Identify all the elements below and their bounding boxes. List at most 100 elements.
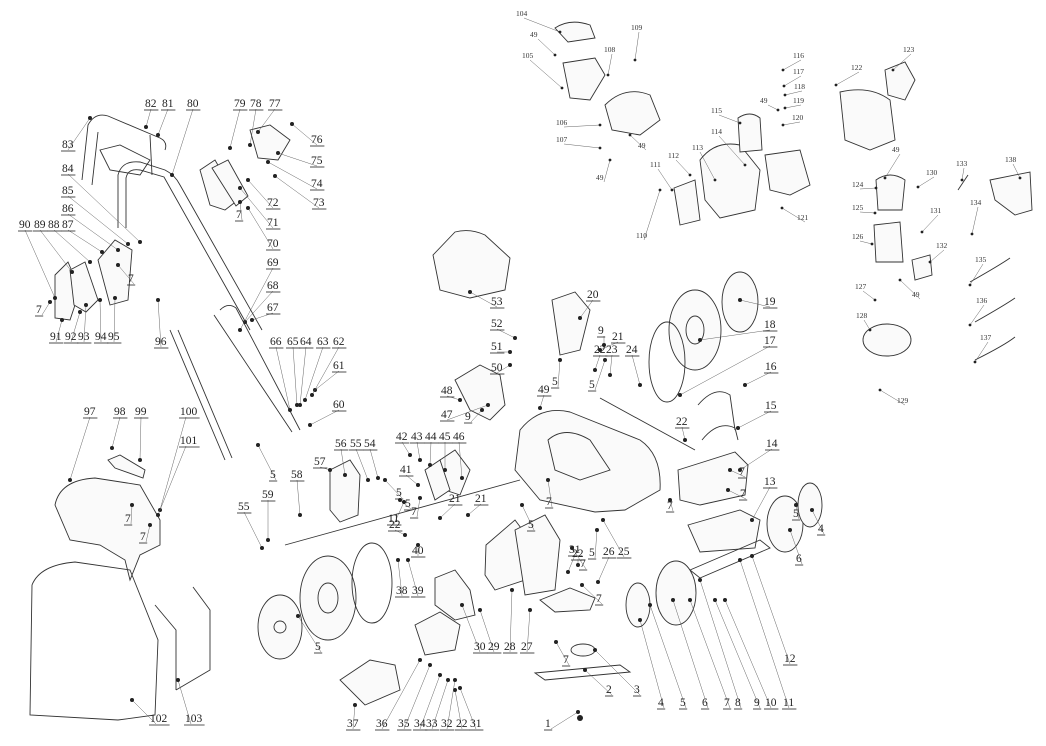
part-point-8	[698, 578, 702, 582]
part-number-label: 134	[970, 198, 982, 207]
part-number-label: 54	[364, 438, 376, 450]
part-number-label: 11	[783, 697, 794, 709]
front-handle-arch	[697, 391, 739, 441]
leader-line-25	[602, 519, 625, 558]
leader-line-8	[699, 579, 742, 709]
leader-line-38	[397, 559, 403, 597]
part-point-133	[960, 178, 964, 182]
part-point-7	[418, 496, 422, 500]
part-number-label: 6	[702, 697, 708, 709]
part-number-label: 103	[185, 713, 203, 725]
leader-line-37	[352, 704, 356, 730]
part-number-label: 58	[291, 469, 303, 481]
part-number-label: 44	[425, 431, 437, 443]
part-number-label: 7	[580, 558, 586, 570]
part-number-label: 14	[766, 438, 778, 450]
battery-compartment	[764, 149, 811, 196]
leader-line-75	[277, 152, 318, 167]
wire-1	[969, 257, 1011, 283]
part-point-5	[595, 528, 599, 532]
part-number-label: 136	[976, 296, 988, 305]
part-number-label: 5	[680, 697, 686, 709]
part-number-label: 86	[62, 203, 74, 215]
part-number-label: 130	[926, 168, 938, 177]
part-point-97	[68, 478, 72, 482]
part-point-95	[113, 296, 117, 300]
leader-line-22	[454, 689, 463, 730]
part-number-label: 107	[556, 135, 568, 144]
leader-line-13	[751, 486, 771, 521]
leader-line-5	[557, 359, 561, 388]
left-switch-housing	[97, 239, 133, 306]
leader-lines	[24, 17, 1022, 730]
part-number-label: 38	[396, 585, 408, 597]
part-number-label: 23	[606, 344, 618, 356]
leader-line-26	[597, 556, 610, 583]
leader-line-46	[458, 441, 463, 479]
leader-line-109	[634, 31, 640, 61]
gearbox-plate	[424, 459, 451, 501]
leader-line-108	[607, 53, 613, 76]
leader-line-19	[739, 299, 771, 308]
part-point-114	[743, 163, 747, 167]
leader-line-49	[603, 159, 611, 183]
part-point-11	[402, 500, 406, 504]
right-switch-housing	[249, 124, 291, 161]
part-number-label: 123	[903, 45, 915, 54]
leader-line-35	[403, 664, 431, 730]
leader-line-130	[917, 176, 935, 188]
part-point-37	[353, 703, 357, 707]
leader-line-65	[292, 346, 298, 406]
part-point-31	[566, 570, 570, 574]
part-point-28	[510, 588, 514, 592]
grass-box-lid-handle	[107, 454, 146, 479]
part-number-label: 49	[892, 145, 900, 154]
leader-line-49	[767, 104, 779, 111]
part-number-label: 56	[335, 438, 347, 450]
leader-line-131	[921, 214, 939, 233]
part-number-label: 137	[980, 333, 992, 342]
part-point-27	[528, 608, 532, 612]
part-number-label: 49	[596, 173, 604, 182]
leader-line-137	[974, 341, 989, 363]
leader-line-39	[407, 559, 419, 597]
part-number-label: 108	[604, 45, 616, 54]
part-number-label: 7	[563, 654, 569, 666]
motor-bracket	[673, 179, 701, 226]
leader-line-22	[681, 426, 686, 441]
leader-line-44	[429, 441, 432, 466]
leader-line-17	[679, 345, 771, 396]
part-point-124	[874, 186, 878, 190]
leader-line-100	[159, 416, 187, 511]
leader-line-132	[929, 249, 945, 263]
part-number-label: 1	[545, 718, 551, 730]
leader-line-5	[521, 504, 535, 531]
leader-line-70	[247, 207, 274, 250]
leader-line-9	[714, 599, 761, 709]
part-number-label: 47	[441, 409, 453, 421]
battery-cover-hinge	[884, 61, 916, 101]
leader-line-122	[835, 71, 860, 86]
part-number-label: 125	[852, 203, 864, 212]
right-switch-backplate	[211, 159, 249, 207]
part-point-116	[781, 68, 785, 72]
grass-box-frame	[54, 477, 161, 582]
part-number-label: 64	[300, 336, 312, 348]
part-point-77	[256, 130, 260, 134]
part-point-12	[750, 554, 754, 558]
leader-line-95	[113, 297, 116, 343]
part-point-91	[60, 318, 64, 322]
leader-line-85	[67, 195, 129, 245]
part-point-5	[648, 603, 652, 607]
leader-line-7	[727, 489, 747, 500]
leader-line-119	[784, 104, 802, 109]
part-point-2	[583, 668, 587, 672]
part-point-22	[683, 438, 687, 442]
part-point-130	[916, 185, 920, 189]
leader-line-2	[584, 669, 613, 696]
part-point-25	[601, 518, 605, 522]
part-point-102	[130, 698, 134, 702]
part-number-label: 7	[724, 697, 730, 709]
leader-line-101	[157, 445, 187, 516]
part-point-7	[554, 640, 558, 644]
